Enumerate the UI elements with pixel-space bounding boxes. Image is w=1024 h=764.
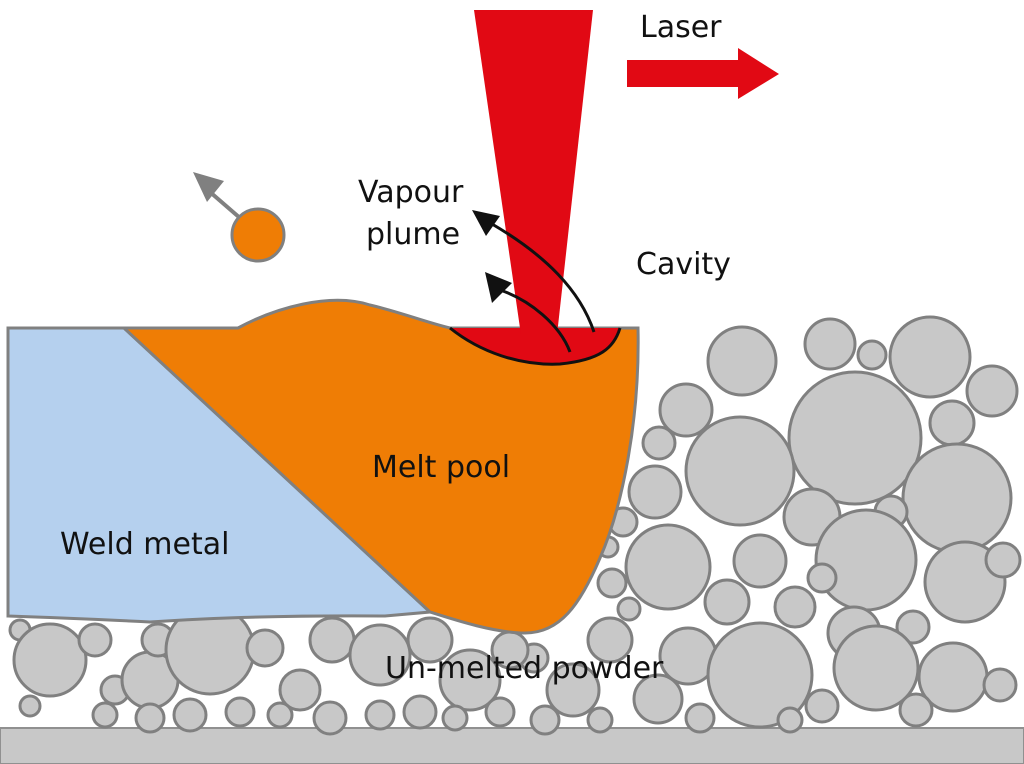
curved-arrow-icon (499, 288, 572, 353)
powder-particle (364, 699, 396, 731)
up-left-arrow-icon (193, 172, 224, 202)
melt-pool-region (120, 298, 640, 635)
unmelted-powder-particles (8, 315, 1022, 736)
cavity-outline (449, 326, 622, 366)
powder-particle (982, 667, 1018, 703)
powder-particle (787, 370, 923, 506)
substrate-plate (0, 727, 1024, 764)
powder-particle (312, 700, 348, 736)
spatter-particle (230, 207, 286, 263)
powder-particle (172, 697, 208, 733)
powder-particle (18, 694, 42, 718)
spatter-arrow-shaft (208, 190, 242, 220)
powder-particle (965, 364, 1019, 418)
powder-particle (832, 624, 920, 712)
powder-particle (641, 425, 677, 461)
powder-particle (616, 596, 642, 622)
powder-particle (91, 701, 119, 729)
powder-particle (684, 702, 716, 734)
powder-particle (895, 609, 931, 645)
cavity-label: Cavity (636, 247, 731, 282)
powder-particle (586, 616, 634, 664)
powder-particle (441, 704, 469, 732)
right-arrow-icon (627, 48, 779, 99)
powder-particle (776, 706, 804, 734)
powder-particle (224, 696, 256, 728)
powder-particle (529, 704, 561, 736)
powder-particle (658, 382, 714, 438)
vapour-plume-label-line2: plume (366, 217, 460, 252)
powder-particle (732, 533, 788, 589)
powder-particle (134, 702, 166, 734)
powder-particle (596, 567, 628, 599)
powder-particle (308, 616, 356, 664)
powder-particle (627, 464, 683, 520)
powder-particle (703, 578, 751, 626)
melt-pool-label: Melt pool (372, 450, 510, 485)
powder-particle (624, 523, 712, 611)
laser-beam (474, 10, 593, 335)
powder-particle (806, 562, 838, 594)
unmelted-powder-label: Un-melted powder (385, 651, 664, 686)
powder-particle (438, 648, 502, 712)
powder-particle (632, 673, 684, 725)
powder-particle (898, 692, 934, 728)
powder-particle (706, 325, 778, 397)
powder-particle (402, 694, 438, 730)
powder-particle (406, 616, 454, 664)
powder-particle (984, 541, 1022, 579)
laser-label: Laser (640, 10, 722, 45)
powder-particle (12, 622, 88, 698)
powder-particle (545, 662, 601, 718)
powder-particle (348, 623, 412, 687)
powder-particle (266, 701, 294, 729)
weld-metal-label: Weld metal (60, 527, 229, 562)
vapour-plume-label-line1: Vapour (358, 175, 464, 210)
weld-metal-region (6, 326, 434, 624)
powder-particle (684, 415, 796, 527)
powder-particle (803, 317, 857, 371)
powder-particle (484, 696, 516, 728)
powder-particle (888, 315, 972, 399)
powder-particle (814, 508, 918, 612)
keyhole-cavity (450, 328, 620, 365)
powder-particle (77, 622, 113, 658)
powder-particle (245, 628, 285, 668)
powder-particle (804, 688, 840, 724)
powder-particle (706, 621, 814, 729)
powder-particle (928, 399, 976, 447)
powder-particle (278, 668, 322, 712)
powder-particle (856, 339, 888, 371)
powder-particle (901, 442, 1013, 554)
curved-arrow-icon (491, 222, 596, 333)
plume-arrowhead-lower (485, 272, 512, 303)
powder-particle (586, 706, 614, 734)
plume-arrowhead-upper (472, 210, 500, 236)
powder-particle (773, 585, 817, 629)
